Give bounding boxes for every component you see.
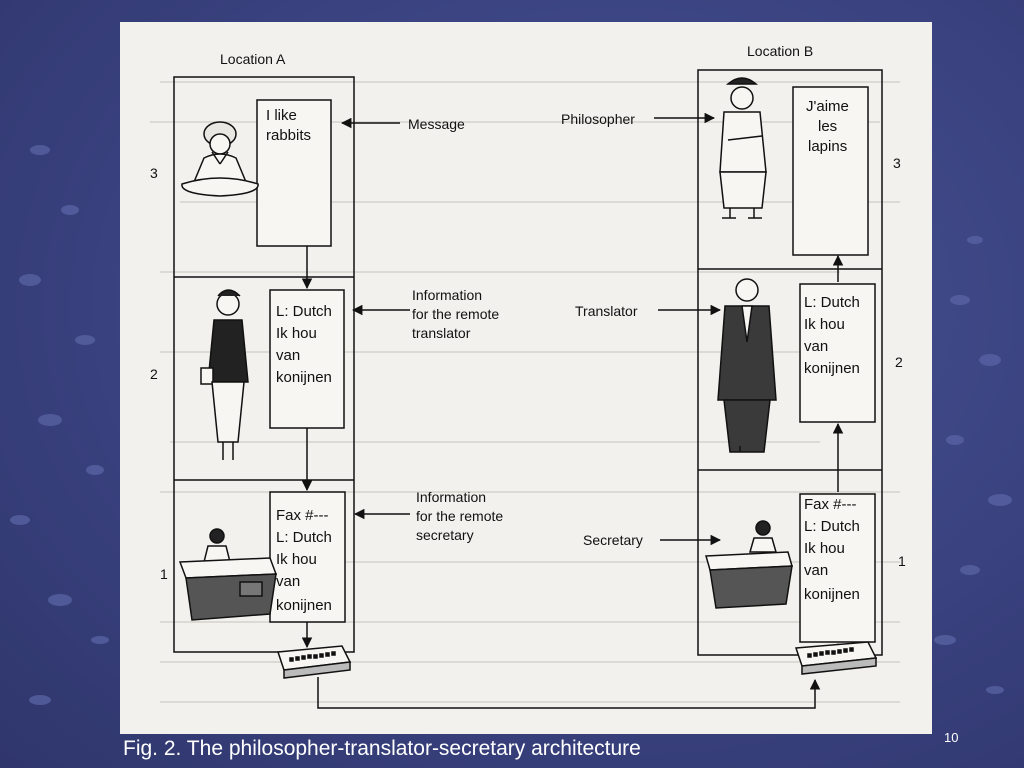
layer-2-left: 2 — [150, 366, 158, 382]
box-b1 — [799, 493, 876, 643]
box-b3 — [792, 86, 869, 256]
box-b2-text: L: Dutch Ik hou van konijnen — [804, 294, 864, 377]
layer-diagram: Location A Location B 3 2 1 3 2 1 I like… — [150, 43, 906, 709]
box-a2-text: L: Dutch Ik hou van konijnen — [276, 303, 336, 386]
secretary-a-illustration — [178, 528, 278, 621]
page-number: 10 — [944, 730, 959, 745]
box-a1-text: Fax #--- L: Dutch Ik hou van konijnen — [276, 507, 336, 614]
box-a1 — [269, 491, 346, 623]
modem-b-icon — [794, 641, 878, 675]
box-a3-text: I like rabbits — [266, 107, 311, 144]
layer-1-left: 1 — [160, 566, 168, 582]
location-b-label: Location B — [747, 43, 813, 59]
info-secretary-label: Information for the remote secretary — [416, 489, 507, 543]
label-arrows — [340, 112, 722, 546]
philosopher-b-illustration — [719, 77, 767, 219]
message-label: Message — [408, 116, 465, 132]
location-b-stack — [697, 69, 883, 656]
location-a-label: Location A — [220, 51, 286, 67]
secretary-b-illustration — [705, 520, 793, 609]
philosopher-a-illustration — [181, 121, 259, 197]
translator-label: Translator — [575, 303, 638, 319]
figure-caption: Fig. 2. The philosopher-translator-secre… — [123, 737, 641, 760]
layer-1-right: 1 — [898, 553, 906, 569]
diagram-panel: Location A Location B 3 2 1 3 2 1 I like… — [120, 22, 932, 734]
location-a-stack — [173, 76, 355, 653]
box-b3-text: J'aime les lapins — [806, 98, 853, 155]
layer-3-right: 3 — [893, 155, 901, 171]
philosopher-label: Philosopher — [561, 111, 635, 127]
modem-a-icon — [276, 645, 352, 679]
info-translator-label: Information for the remote translator — [412, 287, 503, 341]
box-b1-text: Fax #--- L: Dutch Ik hou van konijnen — [804, 496, 864, 603]
box-a3 — [256, 99, 332, 247]
translator-a-illustration — [200, 289, 249, 460]
translator-b-illustration — [717, 278, 777, 453]
layer-3-left: 3 — [150, 165, 158, 181]
secretary-label: Secretary — [583, 532, 643, 548]
layer-arrows — [301, 246, 844, 709]
box-b2 — [799, 283, 876, 423]
layer-2-right: 2 — [895, 354, 903, 370]
